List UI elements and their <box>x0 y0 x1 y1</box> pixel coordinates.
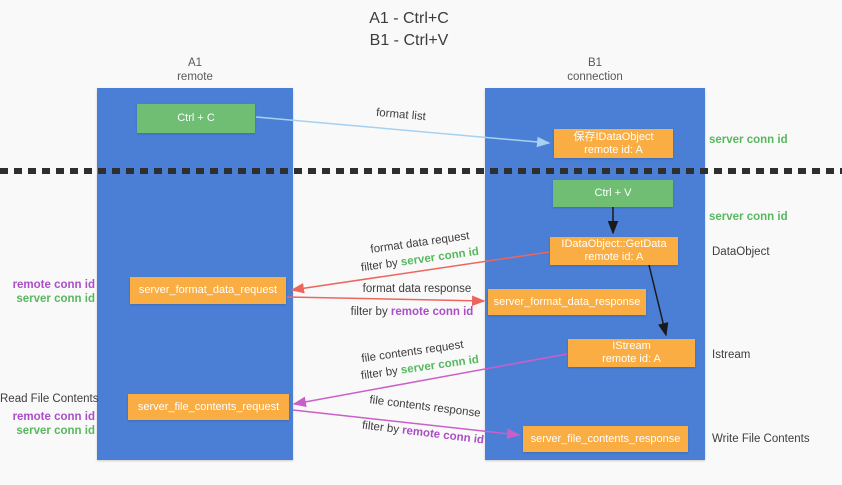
file-left-ids: remote conn id server conn id <box>10 410 95 438</box>
lane-a1-name: A1 <box>187 57 203 69</box>
label-server-conn-id-mid: server conn id <box>709 211 788 223</box>
label-format-data-response: format data response <box>362 283 472 295</box>
title-line-2: B1 - Ctrl+V <box>369 32 449 49</box>
node-istream: IStream remote id: A <box>568 339 695 367</box>
node-istream-line1: IStream <box>612 340 651 352</box>
lane-b1-subtitle: connection <box>567 71 623 83</box>
filter-by-text: filter by <box>361 419 403 437</box>
node-server-format-data-request: server_format_data_request <box>130 277 286 304</box>
lane-a1-subtitle: remote <box>177 71 213 83</box>
lane-header-b1: B1 connection <box>545 56 645 84</box>
filter-by-text: filter by <box>360 364 402 383</box>
format-left-ids: remote conn id server conn id <box>10 278 95 306</box>
label-istream: Istream <box>712 349 751 361</box>
node-server-file-contents-request: server_file_contents_request <box>128 394 289 420</box>
filter-by-text: filter by <box>360 256 402 275</box>
node-server-format-data-request-label: server_format_data_request <box>138 284 278 296</box>
node-server-format-data-response-label: server_format_data_response <box>493 295 641 308</box>
remote-conn-id-text: remote conn id <box>390 306 474 318</box>
label-remote-conn-id-format: remote conn id <box>12 279 95 291</box>
node-save-idataobject-line1: 保存IDataObject <box>573 130 654 143</box>
node-ctrl-v-label: Ctrl + V <box>594 187 632 199</box>
node-save-idataobject-line2: remote id: A <box>584 143 643 156</box>
node-server-file-contents-request-label: server_file_contents_request <box>137 400 280 413</box>
label-format-list: format list <box>375 106 427 124</box>
label-server-conn-id-file: server conn id <box>16 425 95 437</box>
label-server-conn-id-format: server conn id <box>16 293 95 305</box>
node-ctrl-c: Ctrl + C <box>137 104 255 133</box>
diagram-title: A1 - Ctrl+C B1 - Ctrl+V <box>309 8 509 52</box>
node-server-file-contents-response: server_file_contents_response <box>523 426 688 452</box>
arrow-format-data-response <box>286 295 486 307</box>
label-filter-by-remote-1: filter by remote conn id <box>337 305 487 319</box>
node-server-format-data-response: server_format_data_response <box>488 289 646 315</box>
label-server-conn-id-top: server conn id <box>709 134 788 146</box>
node-save-idataobject: 保存IDataObject remote id: A <box>554 129 673 158</box>
remote-conn-id-text: remote conn id <box>401 424 485 447</box>
node-server-file-contents-response-label: server_file_contents_response <box>530 432 681 445</box>
filter-by-text: filter by <box>350 306 391 318</box>
label-dataobject: DataObject <box>712 246 770 258</box>
node-istream-line2: remote id: A <box>602 353 661 365</box>
node-idataobject-getdata-line2: remote id: A <box>584 251 644 263</box>
node-ctrl-c-label: Ctrl + C <box>177 112 215 124</box>
title-line-1: A1 - Ctrl+C <box>369 10 449 27</box>
dotted-separator <box>0 168 842 174</box>
label-read-file-contents: Read File Contents <box>0 393 99 405</box>
node-idataobject-getdata-line1: IDataObject::GetData <box>561 238 667 250</box>
label-remote-conn-id-file: remote conn id <box>12 411 95 423</box>
label-file-contents-response: file contents response <box>368 394 482 420</box>
node-idataobject-getdata: IDataObject::GetData remote id: A <box>550 237 678 265</box>
node-ctrl-v: Ctrl + V <box>553 180 673 207</box>
lane-b1-name: B1 <box>587 57 603 69</box>
label-write-file-contents: Write File Contents <box>712 433 810 445</box>
lane-header-a1: A1 remote <box>145 56 245 84</box>
label-filter-by-remote-2: filter by remote conn id <box>348 417 499 449</box>
